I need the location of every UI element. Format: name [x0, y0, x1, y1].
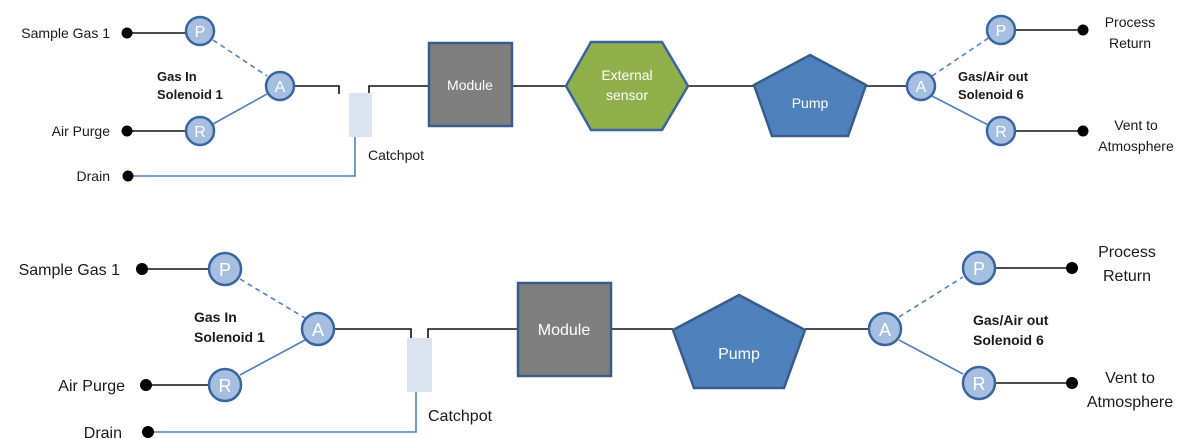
air-purge-endpoint	[121, 125, 133, 137]
port-p-out: P	[961, 250, 997, 286]
catchpot-vessel	[349, 93, 372, 137]
external-sensor-label-line1: External	[601, 67, 652, 83]
gas-out-solenoid-label-line1: Gas/Air out	[958, 69, 1029, 84]
port-p-in: P	[184, 15, 216, 47]
sample-gas-endpoint	[136, 263, 148, 275]
p-to-a-dashed-line	[212, 39, 268, 77]
gas-out-solenoid-label-line1: Gas/Air out	[973, 312, 1049, 328]
catchpot-to-module-line	[427, 328, 518, 339]
p-to-a-dashed-line	[239, 278, 306, 319]
port-r-label: R	[219, 376, 232, 396]
gas-out-solenoid-label-line2: Solenoid 6	[973, 332, 1044, 348]
pump-label: Pump	[718, 346, 760, 363]
drain-endpoint	[142, 426, 154, 438]
process-return-endpoint	[1066, 262, 1078, 274]
vent-endpoint	[1077, 125, 1089, 137]
port-a-label: A	[275, 79, 286, 96]
gas-in-solenoid-label-line2: Solenoid 1	[157, 87, 223, 102]
port-a-label: A	[916, 79, 927, 96]
vent-label-line2: Atmosphere	[1098, 138, 1174, 154]
gas-in-solenoid-label-line1: Gas In	[194, 309, 237, 325]
port-a-label: A	[312, 320, 324, 340]
pump-pentagon	[671, 293, 807, 390]
process-return-label-line1: Process	[1098, 244, 1156, 261]
a-to-r-line	[898, 339, 964, 375]
port-r-label: R	[995, 124, 1007, 141]
process-return-endpoint	[1077, 24, 1089, 36]
port-r-label: R	[973, 374, 986, 394]
port-a-in: A	[300, 311, 336, 347]
a-to-r-line	[931, 95, 991, 127]
r-to-a-line	[212, 93, 268, 125]
process-return-label-line2: Return	[1109, 35, 1151, 51]
external-sensor-label-line2: sensor	[606, 87, 648, 103]
diagram-bottom: P A R A P R Module Pump Sample Gas 1	[19, 244, 1174, 439]
gas-in-solenoid-label-line2: Solenoid 1	[194, 329, 265, 345]
a-to-p-dashed-line	[898, 276, 964, 318]
a-to-catchpot-line	[293, 85, 340, 94]
pump-label: Pump	[792, 95, 829, 111]
port-r-in: R	[207, 367, 243, 403]
module-label: Module	[538, 322, 591, 339]
air-purge-label: Air Purge	[58, 378, 125, 395]
process-return-label-line1: Process	[1105, 14, 1156, 30]
pump-pentagon	[752, 53, 868, 138]
port-p-out: P	[985, 14, 1017, 46]
port-p-label: P	[973, 259, 985, 279]
module-box	[427, 41, 514, 128]
air-purge-label: Air Purge	[52, 123, 111, 139]
port-p-in: P	[207, 251, 243, 287]
catchpot-label: Catchpot	[368, 147, 424, 163]
port-p-label: P	[195, 24, 206, 41]
drain-endpoint	[122, 170, 134, 182]
vent-label-line1: Vent to	[1105, 370, 1155, 387]
port-r-out: R	[985, 115, 1017, 147]
catchpot-vessel	[407, 338, 432, 392]
gas-in-solenoid-label-line1: Gas In	[157, 69, 197, 84]
module-box	[516, 281, 613, 378]
a-to-p-dashed-line	[931, 36, 991, 77]
drain-label: Drain	[84, 425, 122, 439]
vent-label-line2: Atmosphere	[1087, 394, 1173, 411]
catchpot-to-module-line	[368, 85, 430, 94]
a-to-catchpot-line	[334, 328, 412, 339]
port-a-out: A	[867, 311, 903, 347]
external-sensor-hexagon	[564, 40, 690, 132]
port-a-in: A	[264, 70, 296, 102]
module-label: Module	[447, 77, 493, 93]
drain-line	[128, 137, 356, 177]
sample-gas-label: Sample Gas 1	[19, 262, 120, 279]
port-r-label: R	[194, 124, 206, 141]
drain-line	[148, 392, 417, 433]
port-p-label: P	[996, 23, 1007, 40]
port-r-in: R	[184, 115, 216, 147]
air-purge-endpoint	[140, 379, 152, 391]
sample-gas-endpoint	[121, 27, 133, 39]
r-to-a-line	[239, 339, 306, 376]
port-a-out: A	[905, 70, 937, 102]
diagram-top: P A R A P R Module External sensor	[21, 14, 1174, 184]
port-a-label: A	[879, 320, 891, 340]
catchpot-label: Catchpot	[428, 408, 493, 425]
vent-endpoint	[1066, 377, 1078, 389]
vent-label-line1: Vent to	[1114, 117, 1158, 133]
port-p-label: P	[219, 260, 231, 280]
sample-gas-label: Sample Gas 1	[21, 25, 110, 41]
process-return-label-line2: Return	[1103, 268, 1151, 285]
port-r-out: R	[961, 365, 997, 401]
drain-label: Drain	[77, 168, 110, 184]
gas-out-solenoid-label-line2: Solenoid 6	[958, 87, 1024, 102]
